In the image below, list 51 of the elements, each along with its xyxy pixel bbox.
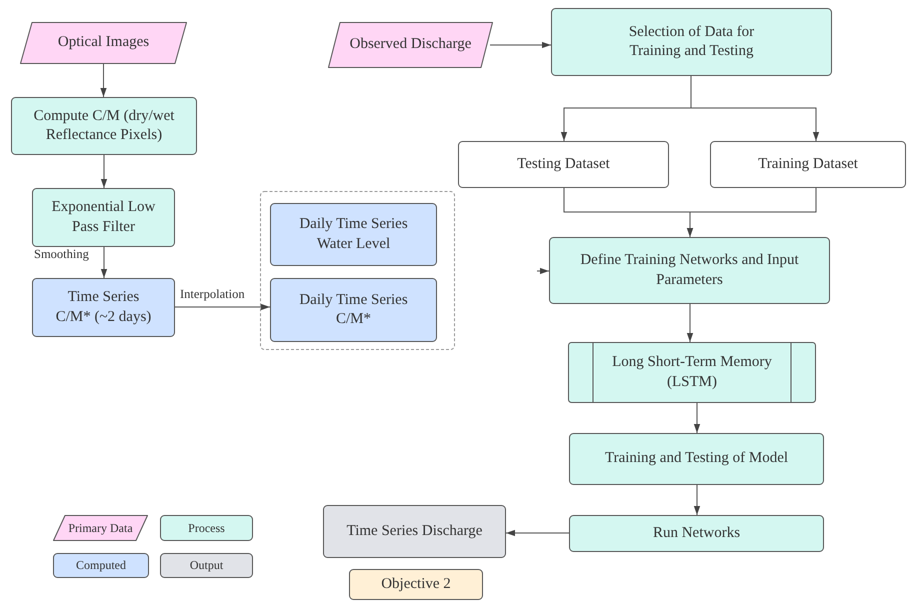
node-label: Time Series Discharge <box>346 522 484 541</box>
arrow <box>694 484 700 516</box>
edge-label: Smoothing <box>34 247 89 262</box>
node-label: Daily Time Series C/M* <box>298 290 409 329</box>
node-label: Optical Images <box>56 33 150 52</box>
process-box <box>569 515 824 552</box>
node-label: Define Training Networks and Input Parameters <box>579 251 800 290</box>
arrow <box>686 188 816 238</box>
dataset-box <box>458 141 669 188</box>
node-label: Selection of Data for Training and Testing <box>628 22 756 61</box>
arrow <box>100 64 107 98</box>
computed-box <box>270 278 437 342</box>
node-label: Long Short-Term Memory (LSTM) <box>611 353 773 392</box>
data-input-parallelogram <box>328 22 493 68</box>
arrow <box>100 246 108 278</box>
process-box <box>569 433 824 485</box>
empty-box <box>260 191 455 350</box>
arrow <box>506 530 570 536</box>
process-box <box>32 188 175 247</box>
legend-label: Computed <box>76 558 126 573</box>
node-label: Testing Dataset <box>516 154 611 174</box>
node-label: Exponential Low Pass Filter <box>50 198 156 236</box>
dataset-box <box>710 141 906 188</box>
arrow <box>536 268 550 274</box>
arrow <box>694 402 700 434</box>
arrow <box>686 304 694 342</box>
node-label: Time Series C/M* (~2 days) <box>54 288 152 326</box>
output-box <box>323 505 506 558</box>
arrow <box>100 154 108 188</box>
process-box <box>551 8 832 76</box>
legend-label: Output <box>190 558 224 573</box>
arrow <box>490 42 552 48</box>
computed-box <box>32 278 175 337</box>
subprocess-box <box>568 342 816 403</box>
node-label: Training and Testing of Model <box>604 449 790 468</box>
node-label: Daily Time Series Water Level <box>298 215 409 254</box>
arrow <box>174 304 270 310</box>
objective-box <box>349 569 483 600</box>
process-box <box>11 97 197 155</box>
node-label: Compute C/M (dry/wet Reflectance Pixels) <box>32 106 176 145</box>
computed-box <box>270 203 437 266</box>
node-label: Run Networks <box>652 524 742 543</box>
legend-label: Primary Data <box>68 520 133 536</box>
data-input-parallelogram <box>20 22 187 64</box>
process-box <box>549 237 830 304</box>
edge-label: Interpolation <box>180 287 245 302</box>
legend-label: Process <box>188 520 225 536</box>
arrow <box>690 76 820 142</box>
node-label: Training Dataset <box>757 154 859 174</box>
node-label: Objective 2 <box>380 574 452 594</box>
node-label: Observed Discharge <box>348 35 472 54</box>
